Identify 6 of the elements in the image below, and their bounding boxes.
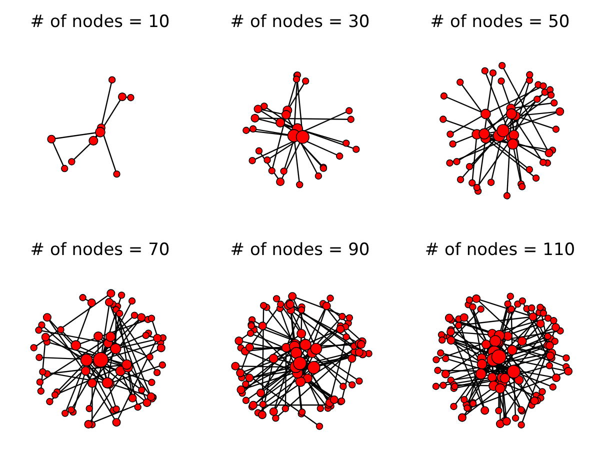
chart-title: # of nodes = 90 (230, 240, 370, 260)
chart-title: # of nodes = 10 (30, 12, 170, 32)
chart-title: # of nodes = 70 (30, 240, 170, 260)
chart-title: # of nodes = 50 (430, 12, 570, 32)
chart-title: # of nodes = 30 (230, 12, 370, 32)
chart-title: # of nodes = 110 (424, 240, 576, 260)
